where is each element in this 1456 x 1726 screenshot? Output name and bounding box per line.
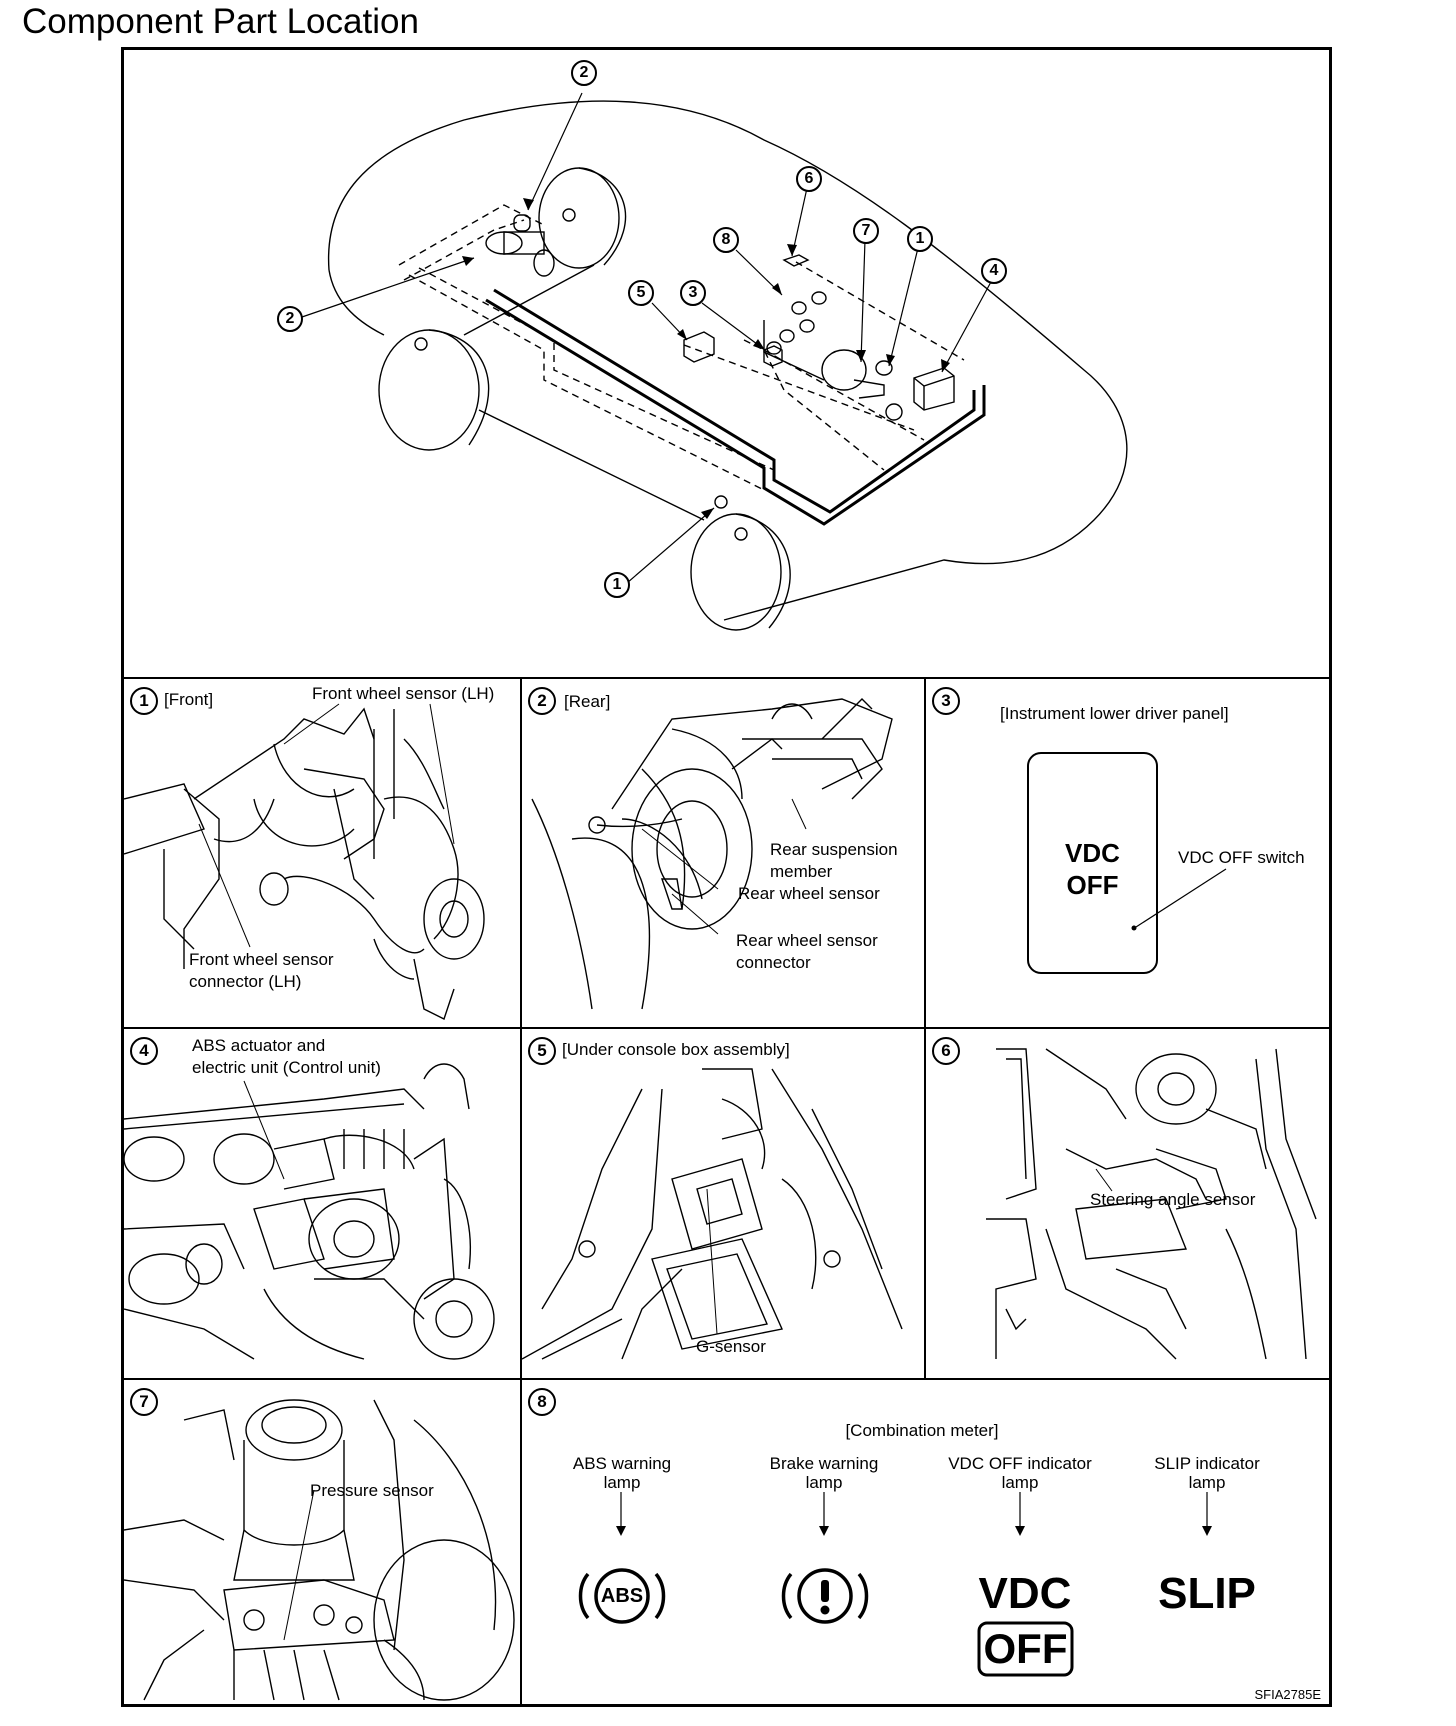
panel-number: 5 [528, 1037, 556, 1065]
vdc-lamp-text: VDC [978, 1569, 1072, 1618]
rear-wheel-sensor-drawing [531, 698, 893, 1010]
label-front-wheel-sensor-connector-1: Front wheel sensor [189, 950, 334, 969]
label-abs-actuator-1: ABS actuator and [192, 1036, 326, 1055]
panel-number: 7 [130, 1388, 158, 1416]
label-abs-actuator-2: electric unit (Control unit) [192, 1058, 381, 1077]
grid-divider [520, 677, 522, 1704]
callout-4: 4 [981, 258, 1007, 284]
label-vdc-off-switch: VDC OFF switch [1178, 848, 1305, 867]
callout-2-left: 2 [277, 306, 303, 332]
g-sensor-drawing [522, 1068, 903, 1360]
page-title: Component Part Location [22, 2, 419, 41]
panel-number: 2 [528, 687, 556, 715]
vdc-switch-leader [1131, 868, 1227, 931]
front-wheel-sensor-drawing [124, 703, 485, 1020]
panel-tag: [Front] [164, 690, 214, 709]
panel-number: 3 [932, 687, 960, 715]
panel-tag: [Rear] [564, 692, 611, 711]
vehicle-overview-diagram: 2 2 6 8 7 1 4 5 3 1 [124, 50, 1329, 677]
label-steering-angle-sensor: Steering angle sensor [1090, 1190, 1256, 1209]
callout-1-bottom: 1 [604, 572, 630, 598]
callout-2-top: 2 [571, 60, 597, 86]
panel-number: 1 [130, 687, 158, 715]
pressure-sensor-drawing [124, 1399, 515, 1701]
grid-divider [124, 677, 1329, 679]
grid-divider [124, 1027, 1329, 1029]
panel-number: 8 [528, 1388, 556, 1416]
vdc-off-switch: VDC OFF [1027, 752, 1158, 974]
label-pressure-sensor: Pressure sensor [310, 1481, 434, 1500]
label-rear-wheel-sensor-connector-1: Rear wheel sensor [736, 931, 878, 950]
callout-8: 8 [713, 227, 739, 253]
callout-1-right: 1 [907, 226, 933, 252]
label-rear-wheel-sensor-connector-2: connector [736, 953, 811, 972]
panel-vdc-off-switch: 3 [Instrument lower driver panel] VDC OF… [926, 679, 1329, 1027]
abs-lamp-text: ABS [600, 1585, 644, 1607]
callout-3: 3 [680, 280, 706, 306]
panel-number: 6 [932, 1037, 960, 1065]
vehicle-outline-drawing [301, 92, 1128, 631]
callout-6: 6 [796, 166, 822, 192]
grid-divider [124, 1378, 1329, 1380]
panel-abs-actuator: 4 ABS actuator and electric unit (Contro… [124, 1029, 520, 1378]
panel-number: 4 [130, 1037, 158, 1065]
panel-tag: [Combination meter] [845, 1421, 999, 1440]
label-rear-suspension-member-1: Rear suspension [770, 840, 898, 859]
switch-text-off: OFF [1066, 870, 1119, 900]
label-front-wheel-sensor-connector-2: connector (LH) [189, 972, 302, 991]
label-rear-suspension-member-2: member [770, 862, 833, 881]
off-lamp-text: OFF [983, 1625, 1068, 1672]
grid-divider [924, 677, 926, 1378]
callout-7: 7 [853, 218, 879, 244]
slip-lamp-text: SLIP [1158, 1569, 1256, 1618]
panel-tag: [Under console box assembly] [562, 1040, 790, 1059]
label-rear-wheel-sensor: Rear wheel sensor [738, 884, 880, 903]
label-front-wheel-sensor: Front wheel sensor (LH) [312, 684, 495, 703]
brake-warning-lamp-icon [781, 1568, 869, 1624]
vdc-off-indicator-box [977, 1621, 1074, 1677]
panel-tag: [Instrument lower driver panel] [1000, 704, 1229, 723]
callout-5: 5 [628, 280, 654, 306]
abs-actuator-drawing [124, 1063, 495, 1360]
panel-rear-wheel-sensor: 2 [Rear] Rear suspension member Rear whe… [522, 679, 924, 1027]
panel-front-wheel-sensor: 1 [Front] Front wheel sensor (LH) Front … [124, 679, 520, 1027]
panel-steering-angle-sensor: 6 Steering angle sensor [926, 1029, 1329, 1378]
reference-code: SFIA2785E [1254, 1687, 1322, 1702]
panel-g-sensor: 5 [Under console box assembly] G-sensor [522, 1029, 924, 1378]
diagram-frame: 2 2 6 8 7 1 4 5 3 1 [121, 47, 1332, 1707]
panel-pressure-sensor: 7 Pressure sensor [124, 1380, 520, 1704]
lamp-arrows [578, 1492, 1212, 1677]
label-g-sensor: G-sensor [696, 1337, 766, 1356]
switch-text-vdc: VDC [1065, 838, 1120, 868]
abs-warning-lamp-icon [578, 1568, 666, 1624]
steering-angle-sensor-drawing [986, 1048, 1317, 1360]
